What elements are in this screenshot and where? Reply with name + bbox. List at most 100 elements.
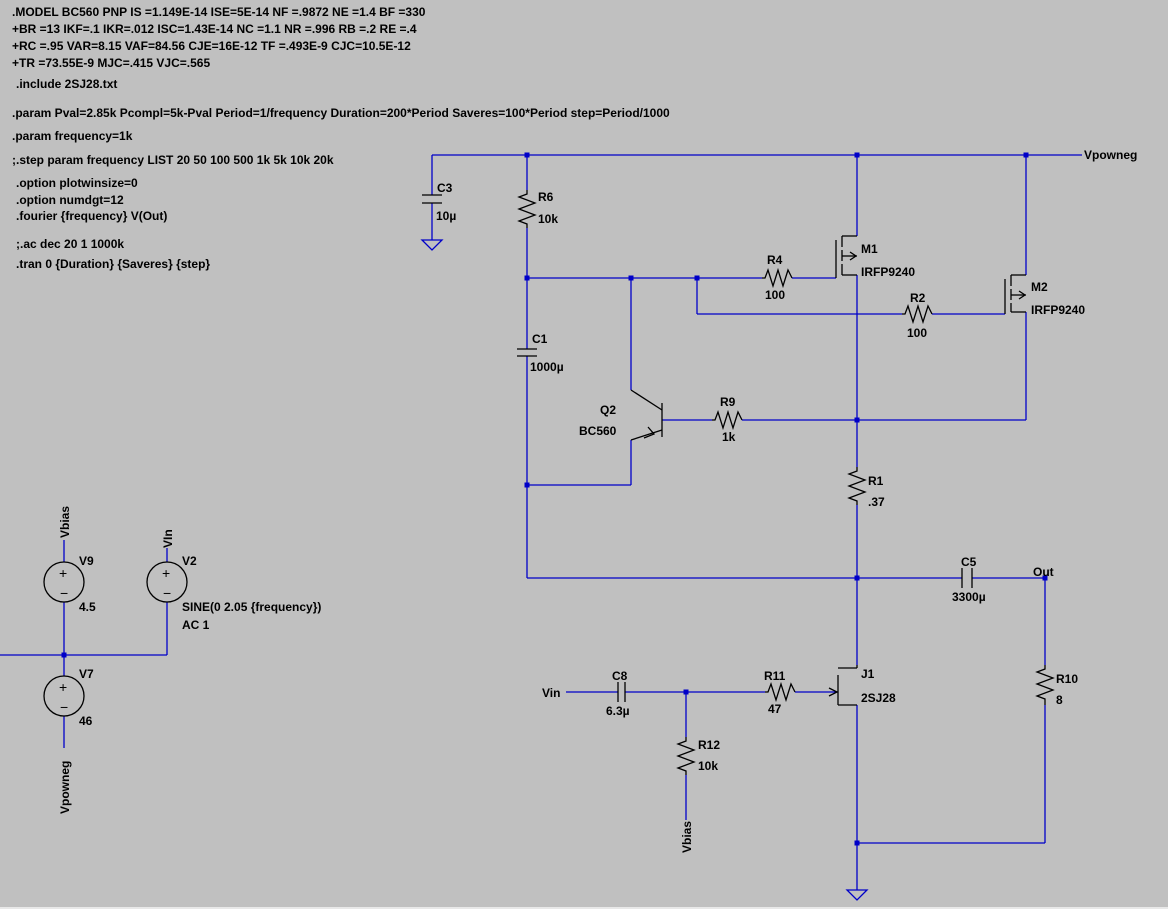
directive-option-2[interactable]: .option numdgt=12 bbox=[16, 193, 124, 207]
r4-name: R4 bbox=[767, 253, 783, 267]
svg-text:−: − bbox=[60, 585, 68, 601]
svg-text:+: + bbox=[162, 565, 170, 581]
c1-name: C1 bbox=[532, 332, 548, 346]
q2-value: BC560 bbox=[579, 424, 617, 438]
r11-value: 47 bbox=[768, 702, 782, 716]
transistor-q2[interactable] bbox=[630, 389, 663, 441]
junction-dot bbox=[854, 840, 860, 846]
r9-value: 1k bbox=[722, 430, 736, 444]
resistor-r2[interactable] bbox=[902, 303, 933, 325]
m2-value: IRFP9240 bbox=[1031, 303, 1085, 317]
capacitor-c1[interactable] bbox=[517, 348, 537, 357]
r2-value: 100 bbox=[907, 326, 927, 340]
directive-param-2[interactable]: .param frequency=1k bbox=[12, 129, 133, 143]
directive-step[interactable]: ;.step param frequency LIST 20 50 100 50… bbox=[12, 153, 334, 167]
resistor-r10[interactable] bbox=[1035, 665, 1055, 705]
c3-name: C3 bbox=[437, 181, 453, 195]
svg-text:+: + bbox=[59, 679, 67, 695]
r4-value: 100 bbox=[765, 288, 785, 302]
spice-directives: .MODEL BC560 PNP IS =1.149E-14 ISE=5E-14… bbox=[12, 5, 670, 271]
net-label-vin-v2[interactable]: VIn bbox=[161, 529, 175, 548]
directive-model-line-1[interactable]: .MODEL BC560 PNP IS =1.149E-14 ISE=5E-14… bbox=[12, 5, 426, 19]
voltage-source-v2[interactable]: + − bbox=[146, 561, 188, 603]
junction-dot bbox=[854, 152, 860, 158]
c5-value: 3300µ bbox=[952, 590, 986, 604]
r10-name: R10 bbox=[1056, 672, 1078, 686]
ground-icon bbox=[420, 239, 444, 251]
r10-value: 8 bbox=[1056, 693, 1063, 707]
net-label-vpowneg-bottom[interactable]: Vpowneg bbox=[58, 761, 72, 814]
directive-model-line-4[interactable]: +TR =73.55E-9 MJC=.415 VJC=.565 bbox=[12, 56, 210, 70]
resistor-r1[interactable] bbox=[847, 467, 867, 505]
capacitor-c8[interactable] bbox=[617, 682, 626, 702]
q2-name: Q2 bbox=[600, 403, 616, 417]
v2-value-ac: AC 1 bbox=[182, 618, 210, 632]
m2-name: M2 bbox=[1031, 280, 1048, 294]
capacitor-c3[interactable] bbox=[422, 194, 442, 204]
r12-value: 10k bbox=[698, 759, 718, 773]
net-labels: Vpowneg Out Vin Vbias VIn Vpowneg Vbias bbox=[58, 148, 1137, 853]
junction-dot bbox=[1023, 152, 1029, 158]
junctions bbox=[61, 152, 1048, 846]
j1-name: J1 bbox=[861, 667, 875, 681]
mosfet-m1[interactable] bbox=[835, 235, 858, 278]
directive-ac[interactable]: ;.ac dec 20 1 1000k bbox=[16, 237, 124, 251]
resistor-r9[interactable] bbox=[712, 409, 743, 431]
c8-name: C8 bbox=[612, 669, 628, 683]
directive-fourier[interactable]: .fourier {frequency} V(Out) bbox=[16, 209, 167, 223]
junction-dot bbox=[524, 482, 530, 488]
svg-text:−: − bbox=[60, 699, 68, 715]
m1-value: IRFP9240 bbox=[861, 265, 915, 279]
directive-model-line-3[interactable]: +RC =.95 VAR=8.15 VAF=84.56 CJE=16E-12 T… bbox=[12, 39, 411, 53]
junction-dot bbox=[1042, 575, 1048, 581]
voltage-source-v9[interactable]: + − bbox=[43, 561, 85, 603]
junction-dot bbox=[628, 275, 634, 281]
junction-dot bbox=[524, 275, 530, 281]
net-label-vbias-left[interactable]: Vbias bbox=[58, 506, 72, 538]
net-label-vin-input[interactable]: Vin bbox=[542, 686, 560, 700]
net-label-vpowneg-top[interactable]: Vpowneg bbox=[1084, 148, 1137, 162]
v9-name: V9 bbox=[79, 554, 94, 568]
r9-name: R9 bbox=[720, 395, 736, 409]
svg-text:−: − bbox=[163, 585, 171, 601]
jfet-j1[interactable] bbox=[828, 665, 858, 706]
v2-name: V2 bbox=[182, 554, 197, 568]
net-label-vbias-bottom[interactable]: Vbias bbox=[680, 821, 694, 853]
junction-dot bbox=[854, 417, 860, 423]
net-label-out[interactable]: Out bbox=[1033, 565, 1054, 579]
v9-value: 4.5 bbox=[79, 600, 96, 614]
c8-value: 6.3µ bbox=[606, 704, 630, 718]
r1-name: R1 bbox=[868, 474, 884, 488]
resistor-r12[interactable] bbox=[676, 737, 696, 775]
r2-name: R2 bbox=[910, 291, 926, 305]
svg-text:+: + bbox=[59, 565, 67, 581]
c1-value: 1000µ bbox=[530, 360, 564, 374]
c5-name: C5 bbox=[961, 555, 977, 569]
r6-value: 10k bbox=[538, 212, 558, 226]
resistor-r11[interactable] bbox=[765, 681, 796, 703]
directive-model-line-2[interactable]: +BR =13 IKF=.1 IKR=.012 ISC=1.43E-14 NC … bbox=[12, 22, 417, 36]
junction-dot bbox=[683, 689, 689, 695]
r1-value: .37 bbox=[868, 495, 885, 509]
component-labels: C3 10µ R6 10k M1 IRFP9240 M2 IRFP9240 R4… bbox=[79, 181, 1085, 773]
directive-tran[interactable]: .tran 0 {Duration} {Saveres} {step} bbox=[16, 257, 210, 271]
capacitor-c5[interactable] bbox=[961, 568, 973, 588]
mosfet-m2[interactable] bbox=[1004, 274, 1027, 314]
directive-option-1[interactable]: .option plotwinsize=0 bbox=[16, 176, 138, 190]
v7-value: 46 bbox=[79, 714, 93, 728]
directive-param-1[interactable]: .param Pval=2.85k Pcompl=5k-Pval Period=… bbox=[12, 106, 670, 120]
v7-name: V7 bbox=[79, 667, 94, 681]
resistor-r6[interactable] bbox=[517, 190, 537, 228]
junction-dot bbox=[854, 575, 860, 581]
resistor-r4[interactable] bbox=[762, 267, 793, 289]
junction-dot bbox=[61, 652, 67, 658]
wires bbox=[0, 154, 1082, 890]
directive-include[interactable]: .include 2SJ28.txt bbox=[16, 77, 117, 91]
r11-name: R11 bbox=[764, 669, 786, 683]
voltage-source-v7[interactable]: + − bbox=[43, 675, 85, 717]
r12-name: R12 bbox=[698, 738, 720, 752]
j1-value: 2SJ28 bbox=[861, 691, 896, 705]
r6-name: R6 bbox=[538, 190, 554, 204]
c3-value: 10µ bbox=[436, 209, 456, 223]
